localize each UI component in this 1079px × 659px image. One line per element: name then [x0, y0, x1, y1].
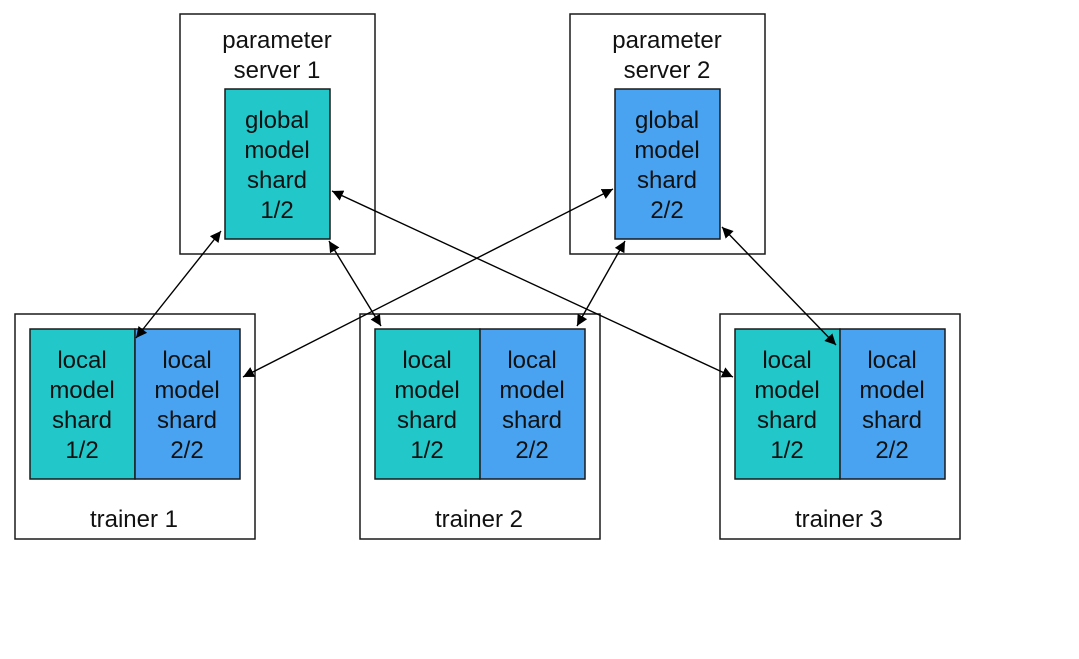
trainer-1-shard-1-line1: local: [57, 347, 106, 374]
arrow-server1-trainer1: [135, 230, 222, 339]
trainer-1-shard-2-line1: local: [162, 347, 211, 374]
trainer-1-local-shard-1: [29, 328, 136, 480]
trainer-3-shard-1-line3: shard: [757, 407, 817, 434]
global-shard-1-line2: model: [244, 137, 309, 164]
global-shard-1-line3: shard: [247, 167, 307, 194]
parameter-server-1-label-line1: parameter: [222, 27, 331, 54]
trainer-1-shard-2-line2: model: [154, 377, 219, 404]
parameter-server-1: parameter server 1 global model shard 1/…: [179, 13, 376, 255]
connections: [135, 188, 837, 378]
trainer-2-shard-2-line2: model: [499, 377, 564, 404]
trainer-3-shard-2-line1: local: [867, 347, 916, 374]
trainer-2-label: trainer 2: [435, 506, 523, 533]
trainer-3-shard-1-line4: 1/2: [770, 437, 803, 464]
trainer-2-shard-1-line4: 1/2: [410, 437, 443, 464]
trainer-1-local-shard-2: [134, 328, 241, 480]
global-shard-1-line4: 1/2: [260, 197, 293, 224]
trainer-1-shard-2-line4: 2/2: [170, 437, 203, 464]
global-shard-2-line2: model: [634, 137, 699, 164]
trainer-1-shard-1-line2: model: [49, 377, 114, 404]
global-shard-2-line1: global: [635, 107, 699, 134]
parameter-server-2-label-line2: server 2: [624, 57, 711, 84]
trainer-1-shard-1-line3: shard: [52, 407, 112, 434]
arrow-server2-trainer3: [721, 226, 837, 346]
arrow-server2-trainer2: [576, 240, 626, 327]
parameter-server-2-label-line1: parameter: [612, 27, 721, 54]
trainer-2-shard-1-line3: shard: [397, 407, 457, 434]
trainer-3-shard-1-line2: model: [754, 377, 819, 404]
global-shard-2-line3: shard: [637, 167, 697, 194]
trainer-1-label: trainer 1: [90, 506, 178, 533]
trainer-1-shard-2-line3: shard: [157, 407, 217, 434]
trainer-3-shard-1-line1: local: [762, 347, 811, 374]
trainer-2: local model shard 1/2 local model shard …: [359, 313, 601, 540]
trainer-3-local-shard-2: [839, 328, 946, 480]
trainer-2-shard-2-line1: local: [507, 347, 556, 374]
arrow-server2-trainer1: [242, 188, 614, 378]
parameter-server-1-label-line2: server 1: [234, 57, 321, 84]
trainer-1-shard-1-line4: 1/2: [65, 437, 98, 464]
trainer-1: local model shard 1/2 local model shard …: [14, 313, 256, 540]
global-shard-1-line1: global: [245, 107, 309, 134]
trainer-3-local-shard-1: [734, 328, 841, 480]
trainer-2-shard-1-line2: model: [394, 377, 459, 404]
trainer-3-shard-2-line4: 2/2: [875, 437, 908, 464]
trainer-3: local model shard 1/2 local model shard …: [719, 313, 961, 540]
parameter-server-2: parameter server 2 global model shard 2/…: [569, 13, 766, 255]
trainer-2-shard-2-line4: 2/2: [515, 437, 548, 464]
trainer-3-label: trainer 3: [795, 506, 883, 533]
trainer-2-shard-2-line3: shard: [502, 407, 562, 434]
global-shard-2-line4: 2/2: [650, 197, 683, 224]
trainer-3-shard-2-line2: model: [859, 377, 924, 404]
trainer-2-shard-1-line1: local: [402, 347, 451, 374]
trainer-3-shard-2-line3: shard: [862, 407, 922, 434]
